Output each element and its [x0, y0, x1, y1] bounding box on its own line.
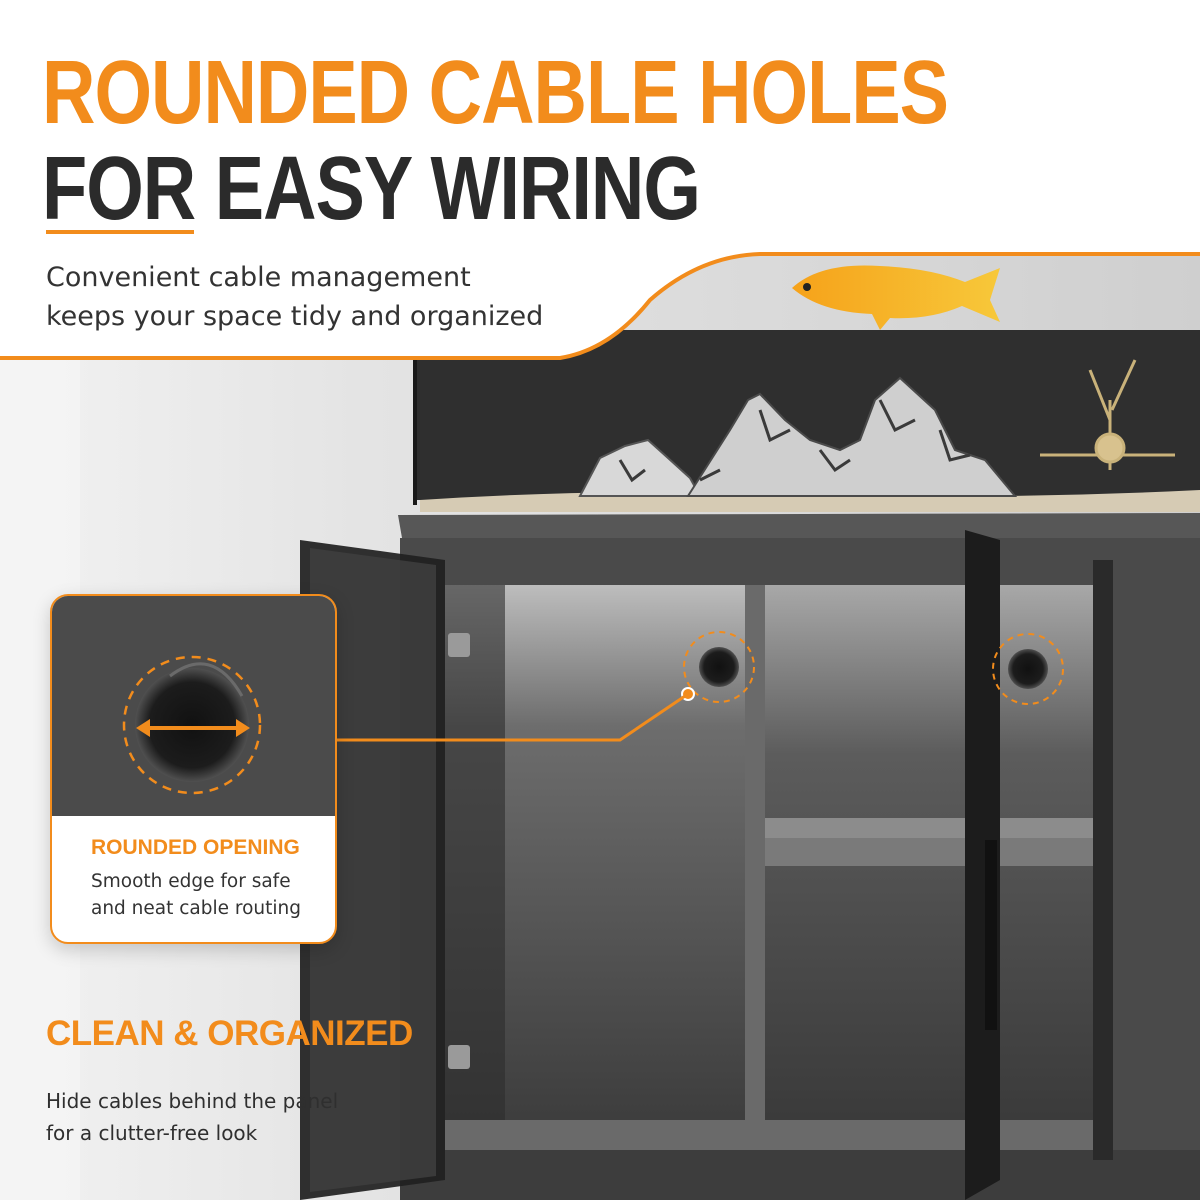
section-title: CLEAN & ORGANIZED	[46, 1014, 413, 1053]
cabinet-divider	[745, 585, 765, 1150]
aquarium-frame-left	[413, 360, 417, 505]
headline-divider	[46, 230, 194, 234]
callout-leader-line	[333, 692, 689, 742]
headline-line-2: FOR EASY WIRING	[42, 137, 701, 239]
header-panel	[0, 0, 1200, 358]
fish-icon	[792, 265, 1000, 330]
cabinet-shelf	[765, 838, 1093, 866]
subtitle-line-2: keeps your space tidy and organized	[46, 301, 544, 332]
subtitle-line-1: Convenient cable management	[46, 262, 471, 293]
section-description: Hide cables behind the panel for a clutt…	[46, 1085, 338, 1149]
cabinet-door-right	[965, 530, 1000, 1200]
header-panel-accent	[0, 252, 1200, 360]
double-arrow-icon	[136, 719, 250, 737]
callout-desc-line-2: and neat cable routing	[91, 898, 302, 919]
cable-hole-zoom	[52, 596, 335, 816]
callout-card: ROUNDED OPENING Smooth edge for safe and…	[50, 594, 337, 944]
rock-decor-icon	[578, 376, 1018, 497]
callout-desc-line-1: Smooth edge for safe	[91, 871, 291, 892]
section-desc-line-2: for a clutter-free look	[46, 1121, 258, 1145]
plant-decor-icon	[1040, 359, 1175, 470]
subtitle: Convenient cable management keeps your s…	[46, 258, 543, 336]
cable-hole-icon	[683, 631, 1064, 705]
hinge-icon	[448, 633, 470, 1069]
cabinet-top	[398, 513, 1200, 540]
section-desc-line-1: Hide cables behind the panel	[46, 1089, 339, 1113]
headline-line-1: ROUNDED CABLE HOLES	[42, 41, 949, 143]
callout-title: ROUNDED OPENING	[91, 836, 300, 859]
callout-description: Smooth edge for safe and neat cable rout…	[91, 868, 301, 922]
